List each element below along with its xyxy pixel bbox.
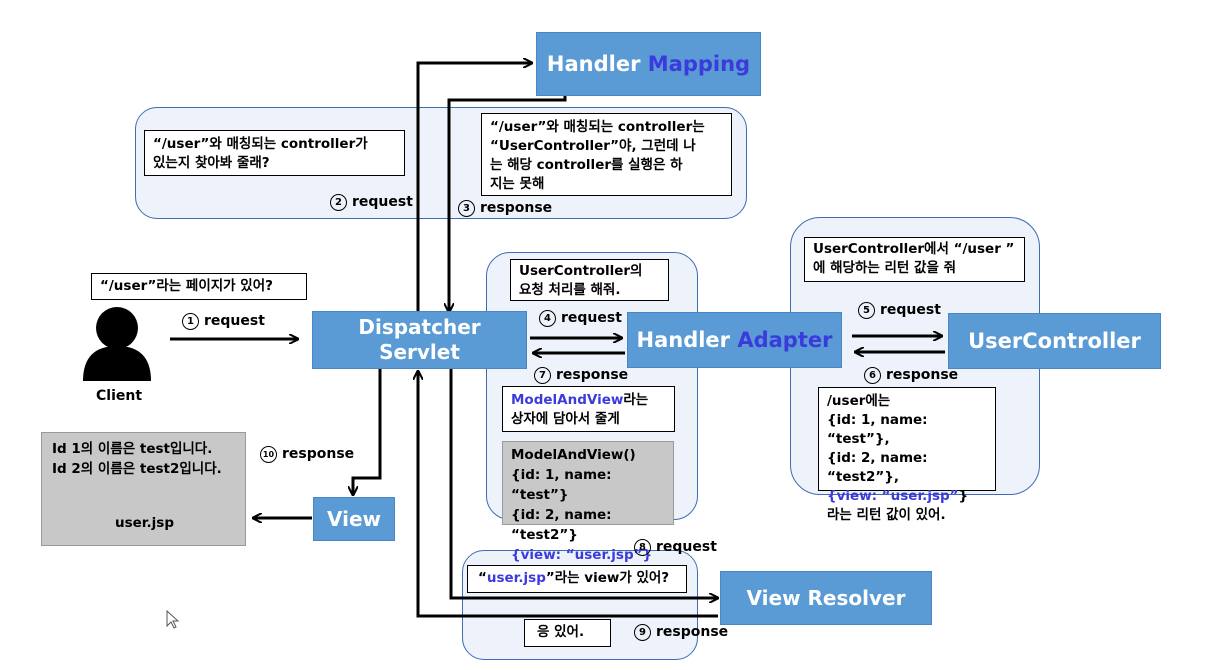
view-resolver-box: View Resolver — [720, 571, 932, 625]
handler-adapter-word2: Adapter — [737, 328, 833, 352]
handler-mapping-word1: Handler — [546, 52, 641, 76]
step-1-number: 1 — [182, 313, 199, 330]
uc-response-line1: /user에는 — [827, 393, 891, 409]
user-controller-box: UserController — [948, 313, 1161, 369]
uc-response-brace-open: { — [827, 488, 837, 504]
model-and-view-keyword: ModelAndView — [511, 392, 624, 408]
arrow-hm-response — [449, 96, 567, 312]
hm-response-note: “/user”와 매칭되는 controller는 “UserControlle… — [481, 113, 732, 196]
result-file: user.jsp — [115, 515, 174, 531]
vr-response-text: 응 있어. — [537, 624, 585, 640]
mav-line1: ModelAndView() — [511, 447, 636, 463]
model-and-view-box: ModelAndView() {id: 1, name: “test”} {id… — [502, 441, 674, 563]
step-1-label: 1 request — [182, 313, 265, 330]
uc-response-line2: {id: 1, name: “test”}, — [827, 412, 928, 447]
arrow-vr-request — [449, 368, 718, 598]
view-label: View — [326, 507, 382, 531]
view-resolver-label: View Resolver — [746, 586, 906, 610]
step-3-label: 3 response — [458, 200, 552, 217]
client-question-note: “/user”라는 페이지가 있어? — [91, 273, 307, 300]
step-4-label: 4 request — [539, 310, 622, 327]
handler-mapping-box: Handler Mapping — [536, 32, 761, 96]
vr-request-open: “ — [478, 570, 487, 586]
ha-request-note: UserController의 요청 처리를 해줘. — [510, 259, 669, 301]
mav-line2: {id: 1, name: “test”} — [511, 467, 612, 503]
ha-response-suffix: 라는 — [623, 392, 649, 408]
handler-adapter-box: Handler Adapter — [627, 312, 842, 368]
hm-response-line4: 지는 못해 — [490, 176, 545, 192]
dispatcher-line2: Servlet — [379, 340, 460, 364]
step-2-number: 2 — [330, 194, 347, 211]
client-label: Client — [96, 388, 143, 404]
step-5-text: request — [880, 302, 941, 318]
hm-request-line2: 있는지 찾아봐 줄래? — [153, 155, 270, 171]
hm-response-line3: 는 해당 controller를 실행은 하 — [490, 157, 683, 173]
hm-response-line2: “UserController”야, 그런데 나 — [490, 138, 696, 154]
client-question-text: “/user”라는 페이지가 있어? — [100, 278, 273, 294]
step-4-text: request — [561, 310, 622, 326]
step-4-number: 4 — [539, 310, 556, 327]
result-page-box: Id 1의 이름은 test입니다. Id 2의 이름은 test2입니다. u… — [41, 432, 246, 546]
user-controller-label: UserController — [968, 329, 1141, 353]
handler-mapping-word2: Mapping — [647, 52, 751, 76]
ha-request-line1: UserController의 — [519, 263, 643, 279]
uc-response-brace-close: } — [958, 488, 969, 504]
step-8-text: request — [656, 539, 717, 555]
step-10-number: 10 — [260, 446, 277, 463]
handler-adapter-word1: Handler — [636, 328, 731, 352]
uc-response-line3: {id: 2, name: “test2”}, — [827, 450, 928, 485]
step-2-text: request — [352, 194, 413, 210]
arrow-hm-request — [416, 63, 532, 312]
arrow-view-request — [353, 368, 382, 495]
mouse-cursor-icon — [166, 609, 180, 629]
arrow-vr-response — [418, 371, 718, 618]
hm-response-line1: “/user”와 매칭되는 controller는 — [490, 119, 705, 135]
ha-request-line2: 요청 처리를 해줘. — [519, 282, 621, 298]
view-box: View — [313, 497, 395, 541]
vr-request-file: user.jsp — [486, 570, 546, 586]
step-2-label: 2 request — [330, 194, 413, 211]
step-6-number: 6 — [864, 367, 881, 384]
step-10-label: 10 response — [260, 446, 354, 463]
step-6-label: 6 response — [864, 367, 958, 384]
result-line2: Id 2의 이름은 test2입니다. — [52, 461, 222, 477]
step-7-text: response — [556, 367, 629, 383]
step-5-label: 5 request — [858, 302, 941, 319]
step-1-text: request — [204, 313, 265, 329]
step-5-number: 5 — [858, 302, 875, 319]
step-8-label: 8 request — [634, 539, 717, 556]
uc-request-note: UserController에서 “/user ” 에 해당하는 리턴 값을 줘 — [804, 237, 1025, 282]
vr-request-rest: ”라는 view가 있어? — [545, 570, 670, 586]
step-9-number: 9 — [634, 624, 651, 641]
hm-request-note: “/user”와 매칭되는 controller가 있는지 찾아봐 줄래? — [144, 130, 405, 176]
ha-response-note: ModelAndView라는 상자에 담아서 줄게 — [502, 386, 675, 432]
step-7-number: 7 — [534, 367, 551, 384]
vr-response-note: 응 있어. — [524, 619, 611, 647]
vr-request-note: “user.jsp”라는 view가 있어? — [467, 565, 687, 593]
uc-response-note: /user에는 {id: 1, name: “test”}, {id: 2, n… — [818, 387, 996, 523]
client-person-icon — [83, 307, 151, 381]
step-3-number: 3 — [458, 200, 475, 217]
hm-request-line1: “/user”와 매칭되는 controller가 — [153, 136, 368, 152]
step-9-label: 9 response — [634, 624, 728, 641]
step-10-text: response — [282, 446, 355, 462]
step-8-number: 8 — [634, 539, 651, 556]
uc-request-line1: UserController에서 “/user ” — [813, 241, 1015, 257]
ha-response-line2: 상자에 담아서 줄게 — [511, 411, 620, 427]
dispatcher-servlet-box: Dispatcher Servlet — [312, 311, 527, 369]
mav-line4: {view: “user.jsp”} — [511, 547, 653, 563]
dispatcher-line1: Dispatcher — [358, 315, 481, 339]
uc-response-view: view: “user.jsp” — [836, 488, 959, 504]
mav-line3: {id: 2, name: “test2”} — [511, 507, 612, 543]
step-9-text: response — [656, 624, 729, 640]
step-7-label: 7 response — [534, 367, 628, 384]
uc-response-line5: 라는 리턴 값이 있어. — [827, 507, 946, 523]
uc-request-line2: 에 해당하는 리턴 값을 줘 — [813, 260, 956, 276]
result-line1: Id 1의 이름은 test입니다. — [52, 441, 213, 457]
step-6-text: response — [886, 367, 959, 383]
step-3-text: response — [480, 200, 553, 216]
